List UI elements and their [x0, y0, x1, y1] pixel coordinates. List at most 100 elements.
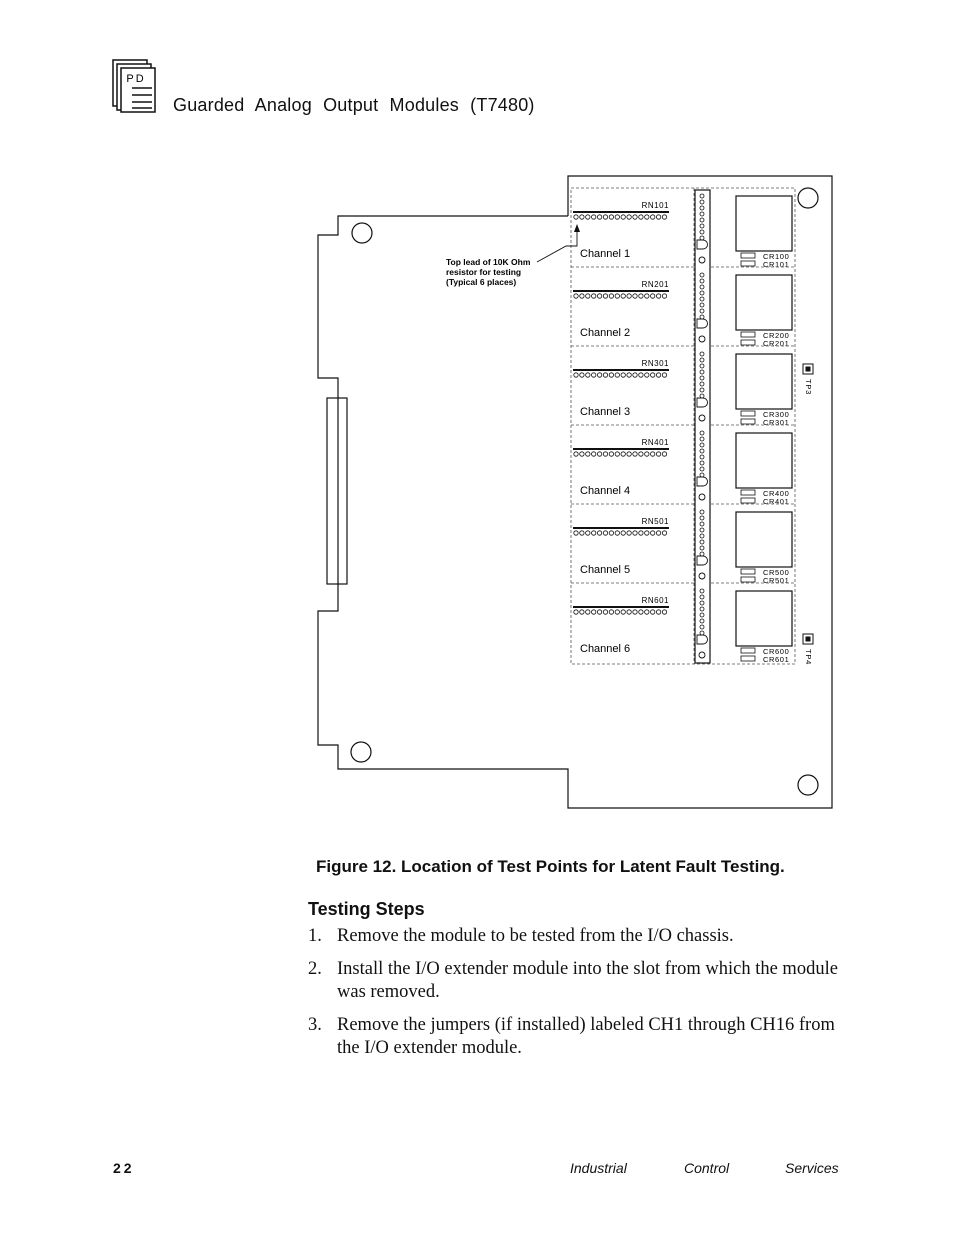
resistor-pin — [579, 214, 585, 220]
resistor-pin — [596, 214, 603, 220]
relay-component — [735, 590, 793, 647]
resistor-pin — [608, 214, 615, 220]
resistor-pin — [573, 609, 579, 615]
resistor-pin — [632, 293, 638, 299]
test-point-label: TP3 — [804, 379, 813, 395]
resistor-pin — [661, 530, 668, 536]
resistor-pin — [661, 214, 668, 220]
callout-text: Top lead of 10K Ohm — [446, 257, 531, 267]
resistor-pin — [655, 372, 662, 378]
resistor-pin — [614, 530, 620, 536]
connector-strip — [694, 189, 711, 664]
connector-pin — [699, 448, 705, 454]
resistor-pin — [650, 451, 656, 457]
connector-pin — [699, 442, 705, 448]
diode-label: CR601 — [763, 655, 789, 664]
mounting-hole — [350, 741, 372, 763]
resistor-pin — [632, 451, 638, 457]
connector-pin — [699, 606, 705, 612]
connector-pin — [699, 363, 705, 369]
diode-symbol — [696, 397, 708, 408]
test-point: TP3 — [802, 363, 814, 395]
resistor-pin — [591, 214, 597, 220]
resistor-pin — [620, 214, 626, 220]
resistor-pin — [638, 372, 644, 378]
callout-arrowhead — [574, 224, 580, 232]
diode-label: CR201 — [763, 339, 789, 348]
relay-component — [735, 432, 793, 489]
resistor-pin — [602, 609, 609, 615]
resistor-pin — [608, 530, 615, 536]
resistor-pin — [650, 530, 656, 536]
resistor-pin — [602, 214, 609, 220]
diode-part — [740, 410, 756, 417]
test-point-marker — [805, 636, 811, 642]
connector-pin — [699, 381, 705, 387]
resistor-pin — [585, 293, 591, 299]
step-text: Remove the module to be tested from the … — [337, 926, 734, 946]
resistor-pin — [579, 372, 585, 378]
step-text: Remove the jumpers (if installed) labele… — [337, 1014, 835, 1059]
connector-pin — [699, 539, 705, 545]
pd-logo-icon: PD — [112, 59, 156, 113]
connector-pin — [699, 630, 705, 636]
resistor-pin — [620, 609, 626, 615]
connector-pin — [699, 351, 705, 357]
connector-pin — [699, 296, 705, 302]
footer-word: Industrial — [570, 1160, 627, 1176]
resistor-pin — [650, 293, 656, 299]
connector-pin — [699, 515, 705, 521]
mounting-hole — [351, 222, 373, 244]
diode-label: CR100 — [763, 252, 789, 261]
resistor-pin — [644, 451, 650, 457]
resistor-pin — [591, 609, 597, 615]
resistor-pin — [591, 530, 597, 536]
channel-region — [570, 187, 796, 665]
test-point-circle — [698, 414, 706, 422]
resistor-pin — [585, 609, 591, 615]
page-number: 22 — [113, 1160, 135, 1176]
resistor-pin — [614, 293, 620, 299]
resistor-network-label: RN101 — [642, 201, 669, 210]
resistor-pin — [620, 372, 626, 378]
edge-connector — [326, 397, 348, 585]
connector-pin — [699, 430, 705, 436]
connector-pin — [699, 193, 705, 199]
header-title: Guarded Analog Output Modules (T7480) — [173, 95, 535, 115]
resistor-pin — [638, 214, 644, 220]
board-outline — [317, 175, 833, 809]
connector-pin — [699, 594, 705, 600]
diode-label: CR600 — [763, 647, 789, 656]
diode-part — [740, 655, 756, 662]
resistor-network-label: RN501 — [642, 517, 669, 526]
connector-pin — [699, 229, 705, 235]
resistor-pin — [626, 609, 632, 615]
diode-symbol — [696, 239, 708, 250]
resistor-network-label: RN601 — [642, 596, 669, 605]
resistor-pin — [632, 530, 638, 536]
channel-label: Channel 6 — [580, 643, 630, 655]
resistor-pin — [579, 451, 585, 457]
resistor-pin — [596, 293, 603, 299]
diode-part — [740, 568, 756, 575]
resistor-pin — [602, 293, 609, 299]
channel-label: Channel 4 — [580, 485, 630, 497]
diode-part — [740, 260, 756, 267]
resistor-pin — [573, 293, 579, 299]
connector-pin — [699, 205, 705, 211]
resistor-pin — [573, 451, 579, 457]
connector-pin — [699, 284, 705, 290]
resistor-pin — [596, 609, 603, 615]
test-point-circle — [698, 572, 706, 580]
connector-pin — [699, 472, 705, 478]
connector-pin — [699, 600, 705, 606]
connector-pin — [699, 393, 705, 399]
resistor-pin — [626, 530, 632, 536]
mounting-hole — [797, 187, 819, 209]
resistor-pin — [655, 293, 662, 299]
